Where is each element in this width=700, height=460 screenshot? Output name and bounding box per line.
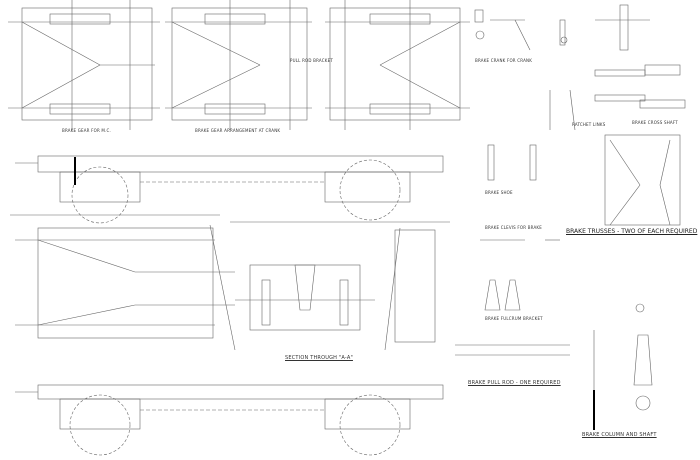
- plan-view-right: [325, 0, 470, 130]
- caption-top-left: BRAKE GEAR FOR M.C.: [62, 128, 112, 133]
- plan-view-lower: [15, 224, 436, 351]
- caption-detail-a: BRAKE CRANK FOR CRANK: [475, 58, 533, 63]
- section-a-a: [235, 264, 375, 331]
- caption-detail-c: BRAKE CROSS SHAFT: [632, 120, 678, 125]
- caption-column: BRAKE COLUMN AND SHAFT: [582, 432, 657, 438]
- side-elevation-lower: [15, 384, 444, 456]
- caption-pull-rod: BRAKE PULL ROD - ONE REQUIRED: [468, 380, 561, 386]
- caption-detail-b: BRAKE CLEVIS FOR BRAKE: [485, 225, 542, 230]
- side-elevation-upper: [10, 155, 450, 224]
- caption-top-mid: BRAKE GEAR ARRANGEMENT AT CRANK: [195, 128, 281, 133]
- caption-section: SECTION THROUGH "A-A": [285, 355, 353, 361]
- caption-bracket: BRAKE FULCRUM BRACKET: [485, 316, 543, 321]
- caption-brake-shoe: BRAKE SHOE: [485, 190, 513, 195]
- caption-trusses: BRAKE TRUSSES - TWO OF EACH REQUIRED: [566, 228, 698, 235]
- detail-parts: [455, 4, 686, 430]
- caption-detail-d: RATCHET LINKS: [572, 122, 606, 127]
- plan-view-middle: [165, 0, 312, 130]
- plan-view-left: [8, 0, 160, 130]
- caption-pull-rod-note: PULL ROD BRACKET: [290, 58, 333, 63]
